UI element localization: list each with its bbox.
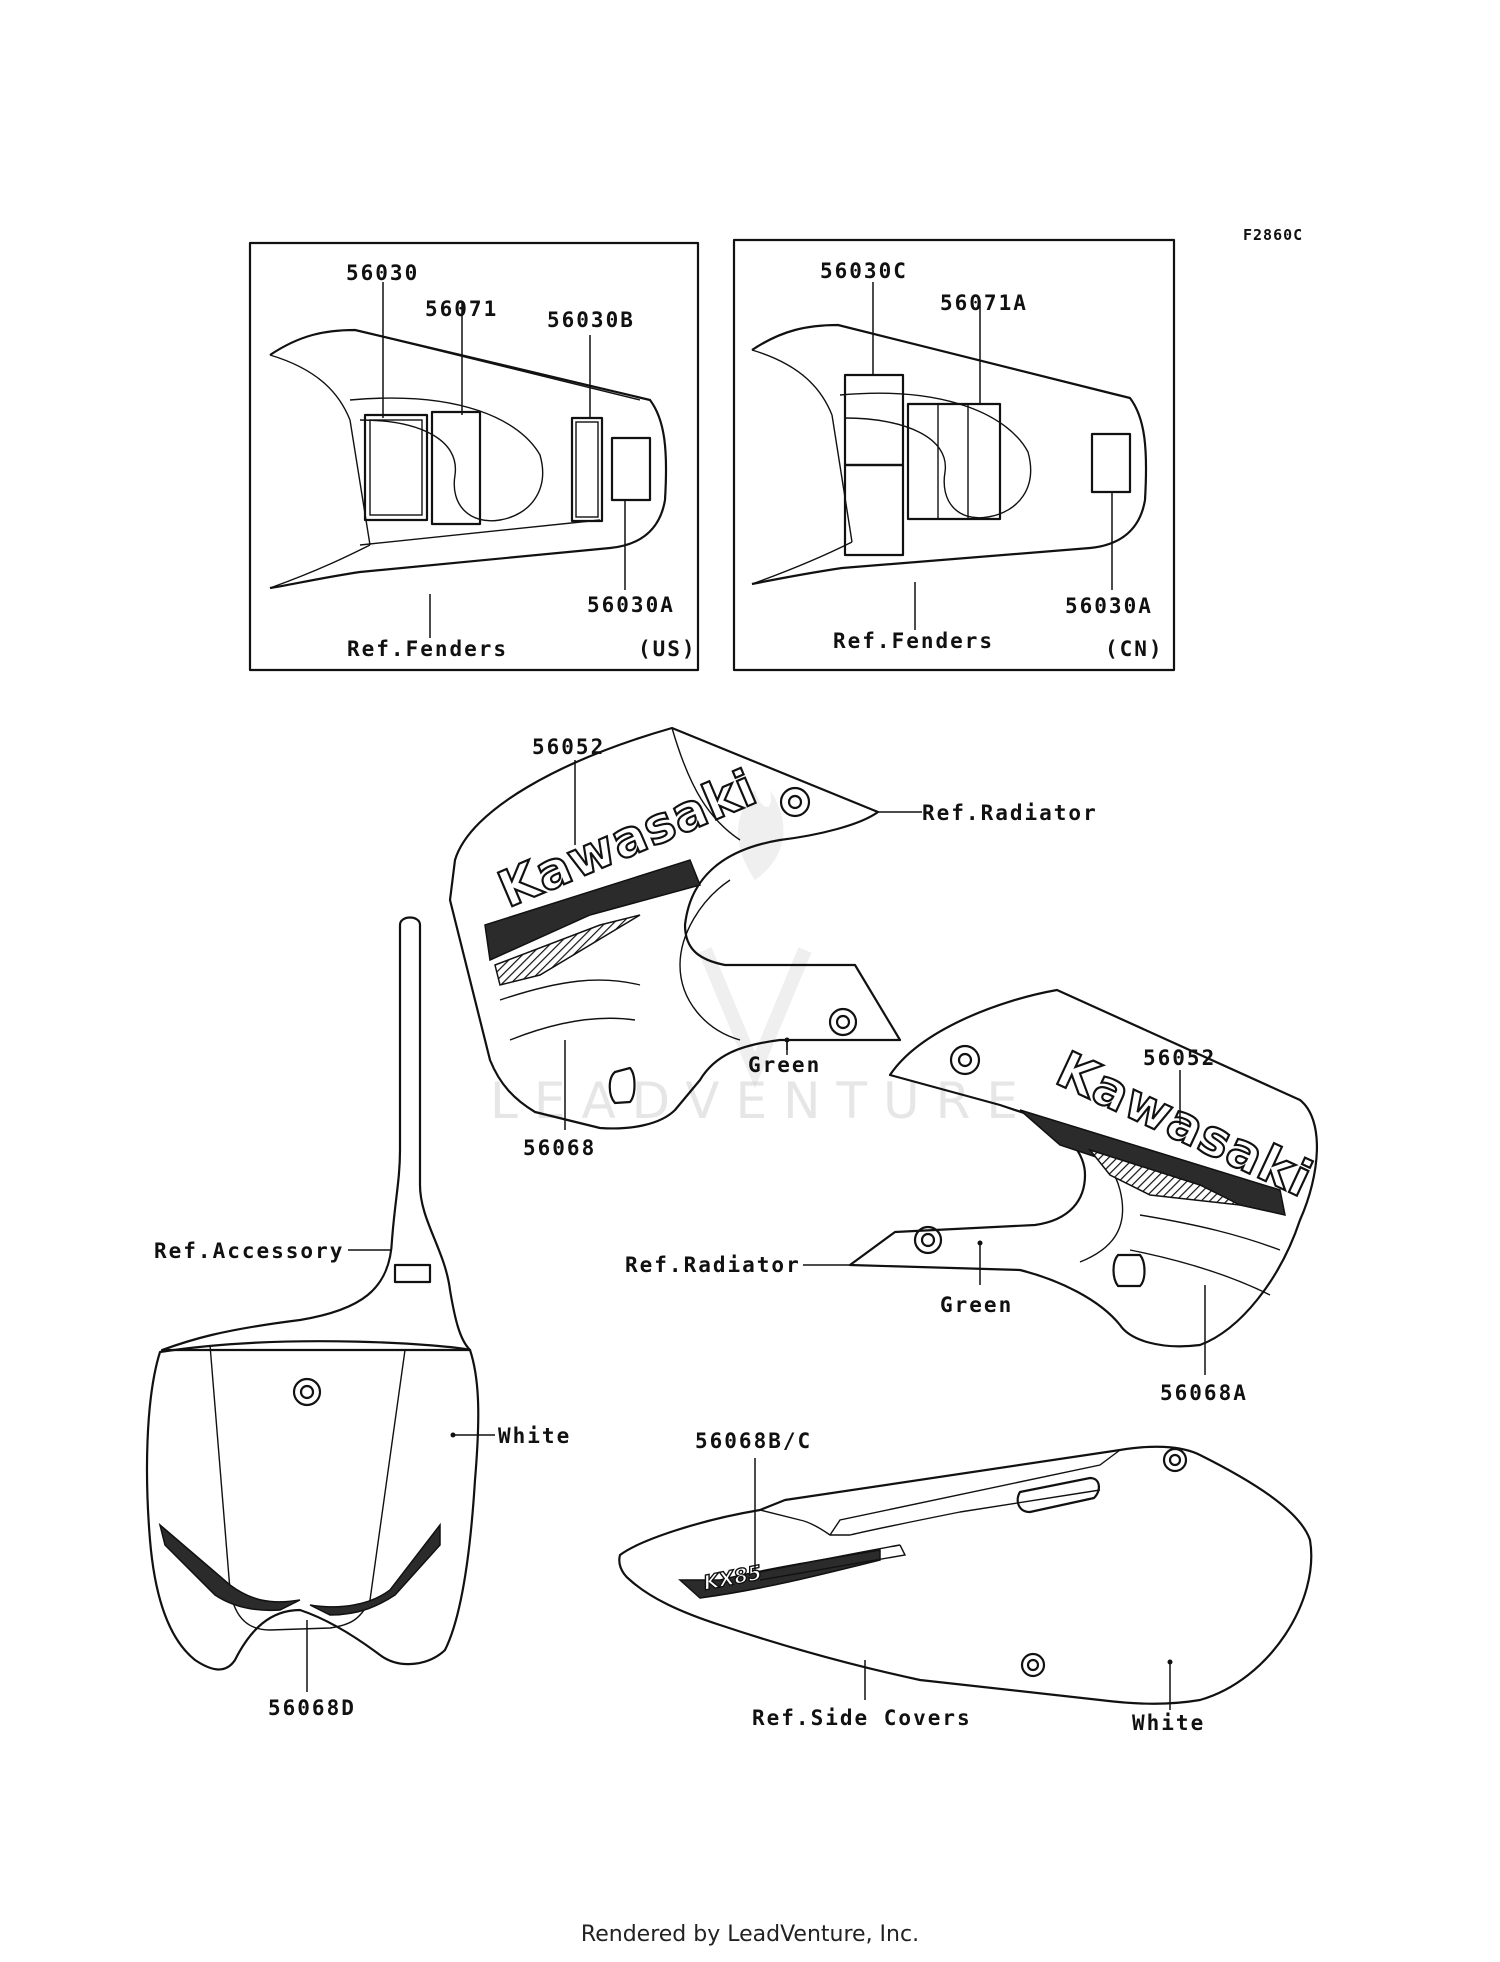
plate-bolt (292, 1377, 322, 1407)
side-cover-slot (1016, 1476, 1100, 1514)
side-cover-bolt-bottom (1020, 1652, 1046, 1678)
side-cover-bolt-top (1162, 1447, 1188, 1473)
label-us-part-2: 56071 (425, 297, 498, 321)
shroud-right-bolt-bottom (913, 1225, 943, 1255)
label-us-ref: Ref.Fenders (347, 637, 508, 661)
cn-fender-drawing (751, 323, 1148, 586)
label-shroud-left-part-bottom: 56068 (523, 1136, 596, 1160)
decal-56030c-bottom (843, 463, 905, 557)
shroud-left-bolt-top (779, 786, 811, 818)
label-shroud-right-ref: Ref.Radiator (625, 1253, 801, 1277)
label-plate-color: White (498, 1424, 571, 1448)
label-cn-part-2: 56071A (940, 291, 1028, 315)
label-shroud-right-part-bottom: 56068A (1160, 1381, 1248, 1405)
shroud-right-grommet (1112, 1253, 1146, 1288)
label-shroud-left-part-top: 56052 (532, 735, 605, 759)
label-cn-ref: Ref.Fenders (833, 629, 994, 653)
number-plate: Ref.Accessory White 56068D (145, 916, 571, 1720)
decal-56071 (430, 410, 482, 526)
decal-56030 (363, 413, 429, 522)
label-shroud-left-ref: Ref.Radiator (922, 801, 1098, 825)
side-cover: KX85 56068B/C Ref.Side Covers White (618, 1429, 1313, 1735)
label-us-part-4: 56030A (587, 593, 675, 617)
label-cn-part-3: 56030A (1065, 594, 1153, 618)
label-shroud-left-color: Green (748, 1053, 821, 1077)
shroud-left-grommet (608, 1066, 636, 1105)
panel-us-frame (248, 241, 700, 672)
label-plate-part: 56068D (268, 1696, 356, 1720)
plate-slot (393, 1263, 432, 1284)
footer-credit: Rendered by LeadVenture, Inc. (580, 1922, 920, 1947)
label-us-part-3: 56030B (547, 308, 635, 332)
panel-cn: 56030C 56071A 56030A Ref.Fenders (CN) (732, 238, 1176, 672)
leadventure-logo-watermark (698, 790, 812, 1089)
label-us-part-1: 56030 (346, 261, 419, 285)
label-plate-ref: Ref.Accessory (154, 1239, 344, 1263)
us-fender-drawing (269, 328, 668, 590)
label-shroud-right-color: Green (940, 1293, 1013, 1317)
label-side-cover-part: 56068B/C (695, 1429, 812, 1453)
label-side-cover-ref: Ref.Side Covers (752, 1706, 972, 1730)
decal-56071a (906, 402, 1002, 521)
shroud-right-bolt-top (949, 1044, 981, 1076)
decal-56030b (570, 416, 604, 523)
label-shroud-right-part-top: 56052 (1143, 1046, 1216, 1070)
label-us-region: (US) (638, 637, 697, 661)
watermark-text: LEADVENTURE (490, 1072, 1034, 1130)
decal-56030a-cn (1090, 432, 1132, 494)
figure-code: F2860C (1243, 226, 1303, 244)
label-side-cover-color: White (1132, 1711, 1205, 1735)
panel-cn-frame (732, 238, 1176, 672)
label-cn-part-1: 56030C (820, 259, 908, 283)
decal-56030a-us (610, 436, 652, 502)
watermark: LEADVENTURE (490, 790, 1034, 1130)
shroud-left-bolt-bottom (828, 1007, 858, 1037)
label-cn-region: (CN) (1105, 637, 1164, 661)
panel-us: 56030 56071 56030B 56030A Ref.Fenders (U… (248, 241, 700, 672)
